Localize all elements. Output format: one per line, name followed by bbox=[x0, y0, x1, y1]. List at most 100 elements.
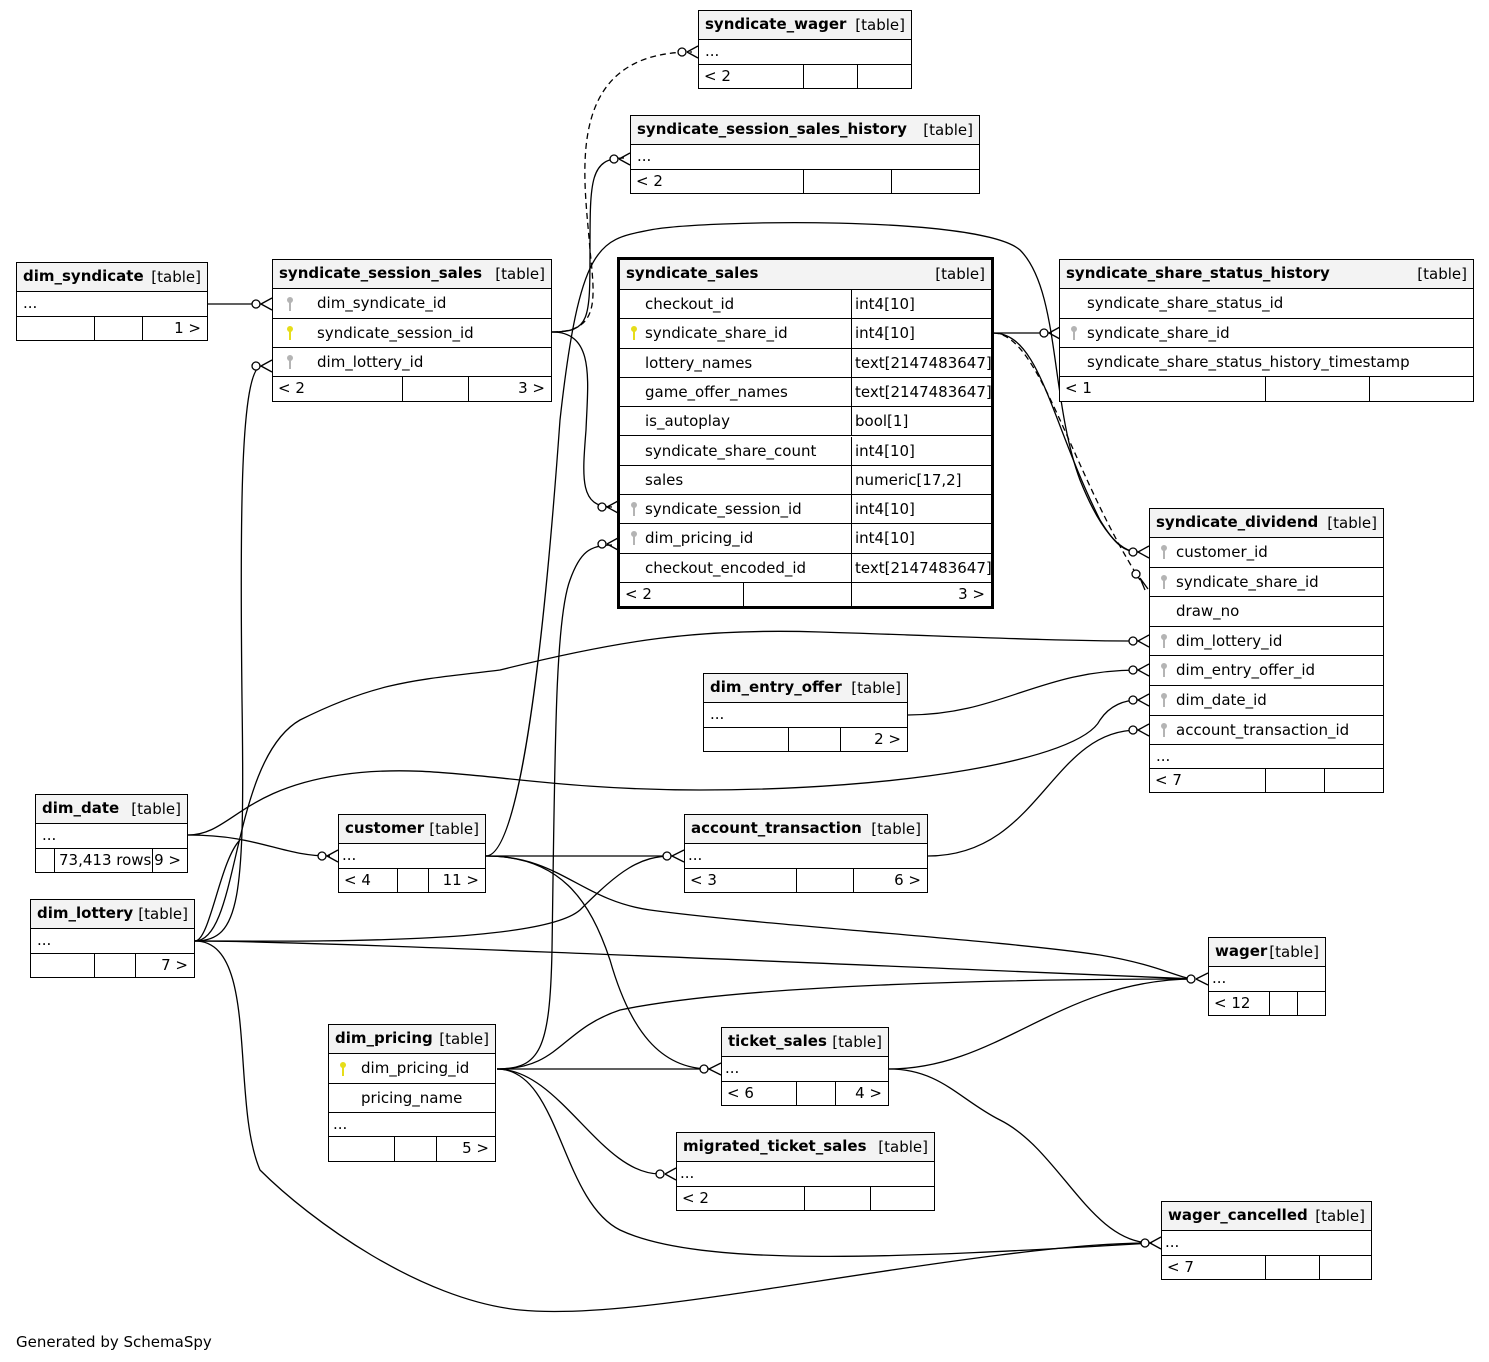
column-type: int4[10] bbox=[855, 529, 915, 548]
parent-count: < 2 bbox=[278, 379, 305, 397]
foreign-key-icon bbox=[1071, 326, 1077, 340]
column-name: dim_syndicate_id bbox=[317, 294, 447, 312]
primary-key-icon bbox=[631, 326, 637, 341]
edge-lottery-acct bbox=[194, 855, 673, 942]
column-name: syndicate_share_id bbox=[1176, 572, 1319, 591]
foreign-key-icon bbox=[1161, 574, 1167, 589]
more-columns: ... bbox=[333, 1115, 348, 1133]
column-name: customer_id bbox=[1176, 543, 1268, 561]
edge-pricing-cancelled bbox=[496, 1068, 1153, 1258]
table-name: syndicate_share_status_history bbox=[1066, 264, 1330, 282]
table-name: wager bbox=[1215, 942, 1268, 960]
table-migrated-ticket-sales[interactable]: migrated_ticket_sales [table] ... < 2 bbox=[676, 1132, 935, 1211]
parent-count: < 2 bbox=[682, 1189, 709, 1207]
table-type: [table] bbox=[495, 265, 545, 283]
more-columns: ... bbox=[1165, 1233, 1180, 1251]
table-syndicate-session-sales-history[interactable]: syndicate_session_sales_history [table] … bbox=[630, 115, 980, 194]
column-row: syndicate_share_status_id bbox=[1060, 289, 1473, 319]
parent-count: < 1 bbox=[1065, 379, 1092, 397]
table-name: account_transaction bbox=[691, 819, 862, 837]
table-type: [table] bbox=[1327, 514, 1377, 532]
table-name: ticket_sales bbox=[728, 1032, 827, 1050]
table-wager-cancelled[interactable]: wager_cancelled [table] ... < 7 bbox=[1161, 1201, 1372, 1280]
column-type: text[2147483647] bbox=[855, 558, 991, 577]
column-row: account_transaction_id bbox=[1150, 716, 1383, 746]
column-row: dim_entry_offer_id bbox=[1150, 656, 1383, 686]
table-account-transaction[interactable]: account_transaction [table] ... < 3 6 > bbox=[684, 814, 928, 893]
column-row: draw_no bbox=[1150, 597, 1383, 627]
foreign-key-icon bbox=[1161, 693, 1167, 707]
table-name: dim_pricing bbox=[335, 1029, 433, 1047]
table-syndicate-share-status-history[interactable]: syndicate_share_status_history [table] s… bbox=[1059, 259, 1474, 402]
table-customer[interactable]: customer [table] ... < 4 11 > bbox=[338, 814, 486, 893]
column-type: text[2147483647] bbox=[855, 382, 991, 401]
foreign-key-icon bbox=[1161, 545, 1167, 559]
table-syndicate-wager[interactable]: syndicate_wager [table] ... < 2 bbox=[698, 10, 912, 89]
table-ticket-sales[interactable]: ticket_sales [table] ... < 6 4 > bbox=[721, 1027, 889, 1106]
edge-customer-ticket bbox=[485, 855, 711, 1070]
more-columns: ... bbox=[705, 42, 720, 60]
edge-pricing-wager bbox=[496, 978, 1196, 1070]
column-name: syndicate_share_id bbox=[1087, 324, 1230, 342]
table-wager[interactable]: wager [table] ... < 12 bbox=[1208, 937, 1326, 1016]
column-type: int4[10] bbox=[855, 500, 915, 519]
column-type: int4[10] bbox=[855, 441, 915, 460]
child-count: 2 > bbox=[874, 730, 901, 748]
more-columns: ... bbox=[42, 826, 57, 844]
parent-count: < 2 bbox=[704, 67, 731, 85]
table-type: [table] bbox=[923, 121, 973, 139]
column-name: checkout_id bbox=[645, 295, 735, 313]
more-columns: ... bbox=[680, 1164, 695, 1182]
column-name: syndicate_share_count bbox=[645, 441, 817, 460]
column-name: dim_lottery_id bbox=[1176, 631, 1283, 650]
child-count: 9 > bbox=[154, 851, 181, 869]
column-row: syndicate_share_count int4[10] bbox=[620, 436, 991, 466]
table-type: [table] bbox=[832, 1033, 882, 1051]
column-name: syndicate_share_status_id bbox=[1087, 294, 1284, 312]
child-count: 1 > bbox=[174, 319, 201, 337]
column-row: customer_id bbox=[1150, 538, 1383, 568]
edge-lottery-customer bbox=[194, 839, 241, 942]
table-type: [table] bbox=[131, 800, 181, 818]
edge-session-sales-history bbox=[551, 157, 625, 333]
parent-count: < 2 bbox=[636, 172, 663, 190]
parent-count: < 7 bbox=[1167, 1258, 1194, 1276]
edge-pricing-migrated bbox=[496, 1068, 661, 1175]
table-dim-syndicate[interactable]: dim_syndicate [table] ... 1 > bbox=[16, 262, 208, 341]
child-count: 3 > bbox=[518, 379, 545, 397]
table-dim-lottery[interactable]: dim_lottery [table] ... 7 > bbox=[30, 899, 195, 978]
table-type: [table] bbox=[935, 265, 985, 283]
table-dim-entry-offer[interactable]: dim_entry_offer [table] ... 2 > bbox=[703, 673, 908, 752]
child-count: 6 > bbox=[894, 871, 921, 889]
parent-count: < 2 bbox=[625, 585, 652, 603]
table-name: customer bbox=[345, 819, 425, 837]
foreign-key-icon bbox=[1161, 633, 1167, 648]
foreign-key-icon bbox=[287, 355, 293, 369]
table-type: [table] bbox=[429, 820, 479, 838]
table-type: [table] bbox=[1315, 1207, 1365, 1225]
parent-count: < 7 bbox=[1155, 771, 1182, 789]
table-type: [table] bbox=[439, 1030, 489, 1048]
row-count: 73,413 rows bbox=[59, 851, 152, 869]
table-type: [table] bbox=[878, 1138, 928, 1156]
table-type: [table] bbox=[851, 679, 901, 697]
table-syndicate-session-sales[interactable]: syndicate_session_sales [table] dim_synd… bbox=[272, 259, 552, 402]
more-columns: ... bbox=[725, 1059, 740, 1077]
edge-acct-dividend bbox=[927, 729, 1139, 857]
table-name: dim_lottery bbox=[37, 904, 134, 922]
table-dim-pricing[interactable]: dim_pricing [table] dim_pricing_id prici… bbox=[328, 1024, 496, 1162]
table-name: wager_cancelled bbox=[1168, 1206, 1308, 1224]
column-type: int4[10] bbox=[855, 324, 915, 343]
column-name: sales bbox=[645, 470, 684, 489]
column-type: numeric[17,2] bbox=[855, 470, 962, 489]
relationship-end-markers bbox=[251, 45, 1209, 1250]
column-row: syndicate_session_id bbox=[273, 319, 551, 348]
table-dim-date[interactable]: dim_date [table] ... 73,413 rows 9 > bbox=[35, 794, 188, 873]
